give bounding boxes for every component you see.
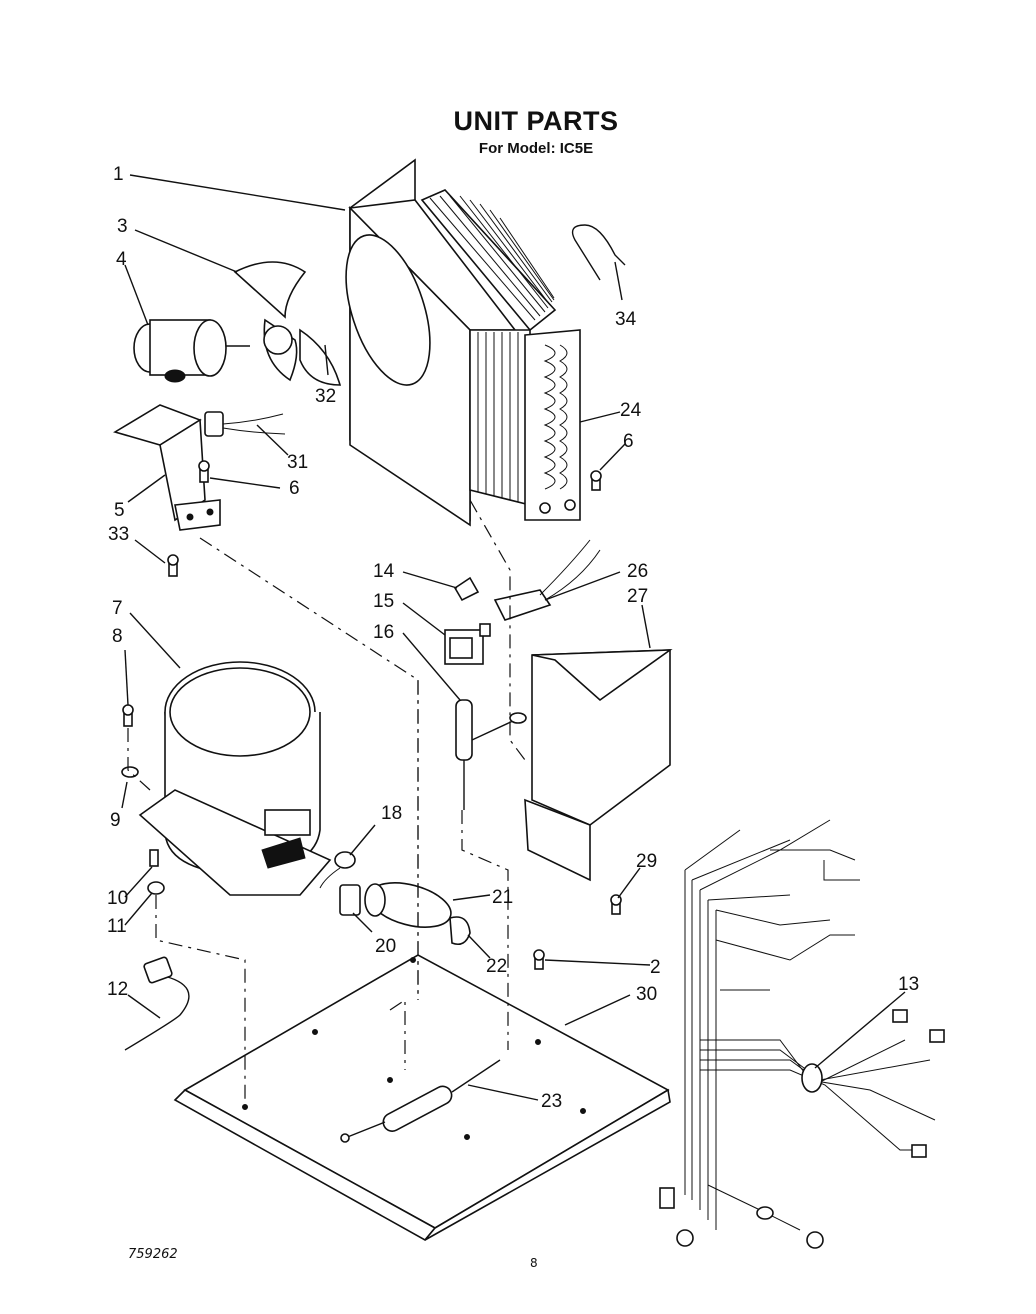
callout-26: 26 <box>627 561 648 582</box>
condenser-coil <box>420 189 581 521</box>
callout-21: 21 <box>492 887 513 908</box>
screw <box>198 460 210 483</box>
callout-23: 23 <box>541 1091 562 1112</box>
callout-4: 4 <box>116 249 127 270</box>
relay-start <box>339 884 361 916</box>
condenser-shroud <box>345 158 517 527</box>
sleeve <box>149 849 159 867</box>
callout-29: 29 <box>636 851 657 872</box>
callout-7: 7 <box>112 598 123 619</box>
callout-20: 20 <box>375 936 396 957</box>
callout-15: 15 <box>373 591 394 612</box>
grommet <box>147 881 165 895</box>
bolt <box>122 704 134 727</box>
power-cord <box>124 956 190 1051</box>
callout-30: 30 <box>636 984 657 1005</box>
callout-1: 1 <box>113 164 124 185</box>
callout-32: 32 <box>315 386 336 407</box>
callout-33: 33 <box>108 524 129 545</box>
fan-blade <box>233 261 342 386</box>
page-title: UNIT PARTS <box>453 106 619 136</box>
callout-labels: 1 3 4 32 31 5 6 33 34 24 6 14 26 15 27 1… <box>107 164 919 1112</box>
callout-12: 12 <box>107 979 128 1000</box>
fan-plug <box>204 411 286 437</box>
filter-drier <box>340 1059 501 1143</box>
callout-10: 10 <box>107 888 128 909</box>
relay-clip <box>453 576 480 602</box>
relay <box>444 623 491 665</box>
callout-3: 3 <box>117 216 128 237</box>
base-pan <box>173 954 671 1242</box>
callout-6-right: 6 <box>623 431 634 452</box>
leader-lines <box>121 174 906 1101</box>
screw <box>533 949 545 970</box>
document-code: 759262 <box>128 1247 178 1262</box>
callout-8: 8 <box>112 626 123 647</box>
fan-motor <box>133 319 250 383</box>
callout-18: 18 <box>381 803 402 824</box>
capacitor-strap <box>449 916 471 946</box>
callout-2: 2 <box>650 957 661 978</box>
callout-27: 27 <box>627 586 648 607</box>
capacitor <box>364 882 452 928</box>
drier-valve <box>455 699 527 810</box>
callout-9: 9 <box>110 810 121 831</box>
overload <box>319 851 356 889</box>
callout-34: 34 <box>615 309 637 330</box>
callout-22: 22 <box>486 956 507 977</box>
page-number: 8 <box>530 1256 538 1270</box>
terminal-block <box>493 539 601 621</box>
callout-6-left: 6 <box>289 478 300 499</box>
model-subtitle: For Model: IC5E <box>478 140 594 157</box>
callout-31: 31 <box>287 452 308 473</box>
motor-bracket <box>113 404 221 531</box>
callout-24: 24 <box>620 400 642 421</box>
partition-panel <box>524 649 673 882</box>
screw <box>610 894 622 915</box>
screw <box>590 470 602 491</box>
callout-13: 13 <box>898 974 919 995</box>
washer <box>121 766 139 778</box>
u-tube <box>571 224 626 281</box>
callout-14: 14 <box>373 561 395 582</box>
callout-5: 5 <box>114 500 125 521</box>
alignment-lines <box>127 499 526 1110</box>
wiring-harness <box>659 819 945 1249</box>
screw <box>167 554 179 577</box>
callout-11: 11 <box>107 916 127 937</box>
compressor <box>138 661 332 896</box>
callout-16: 16 <box>373 622 394 643</box>
